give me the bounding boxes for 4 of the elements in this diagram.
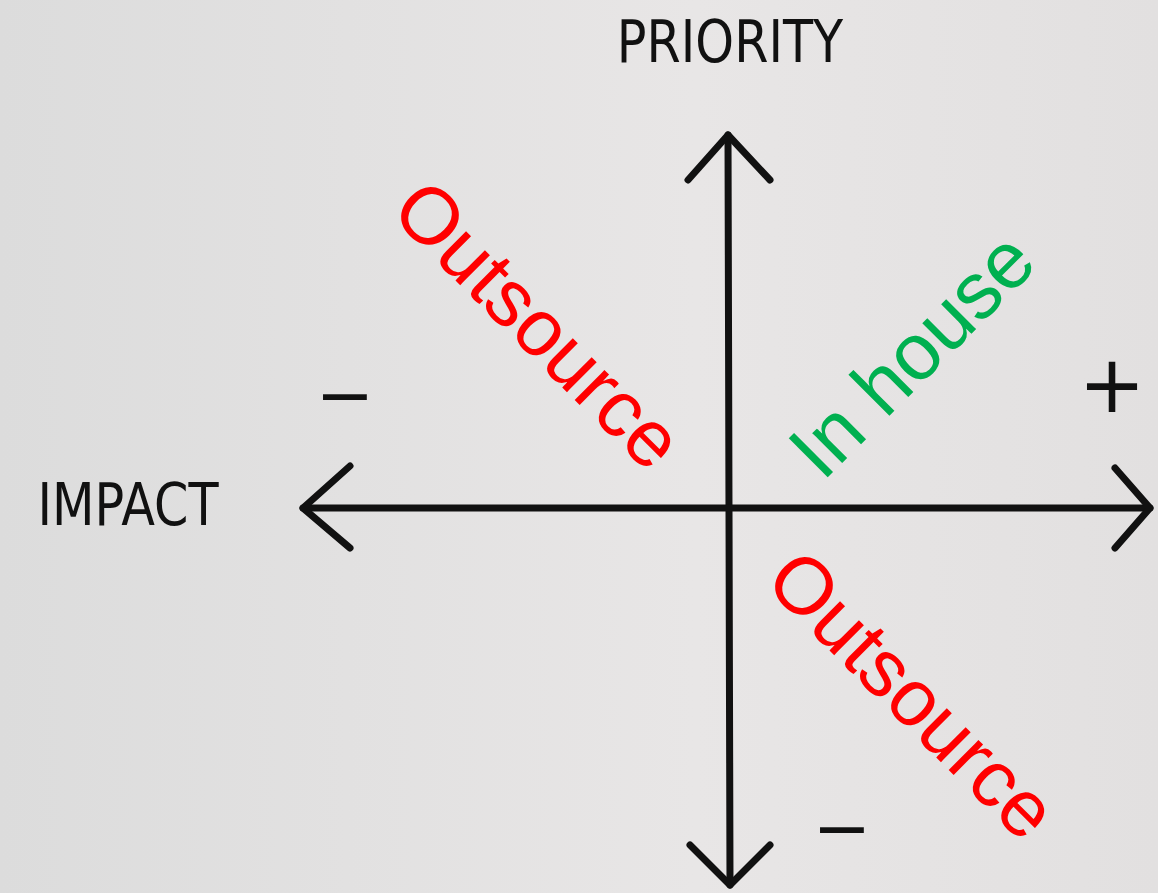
axis-title: PRIORITY [616, 13, 844, 71]
axis-title: IMPACT [37, 476, 219, 534]
plus-sign: + [1078, 345, 1146, 425]
minus-sign: − [315, 360, 375, 430]
